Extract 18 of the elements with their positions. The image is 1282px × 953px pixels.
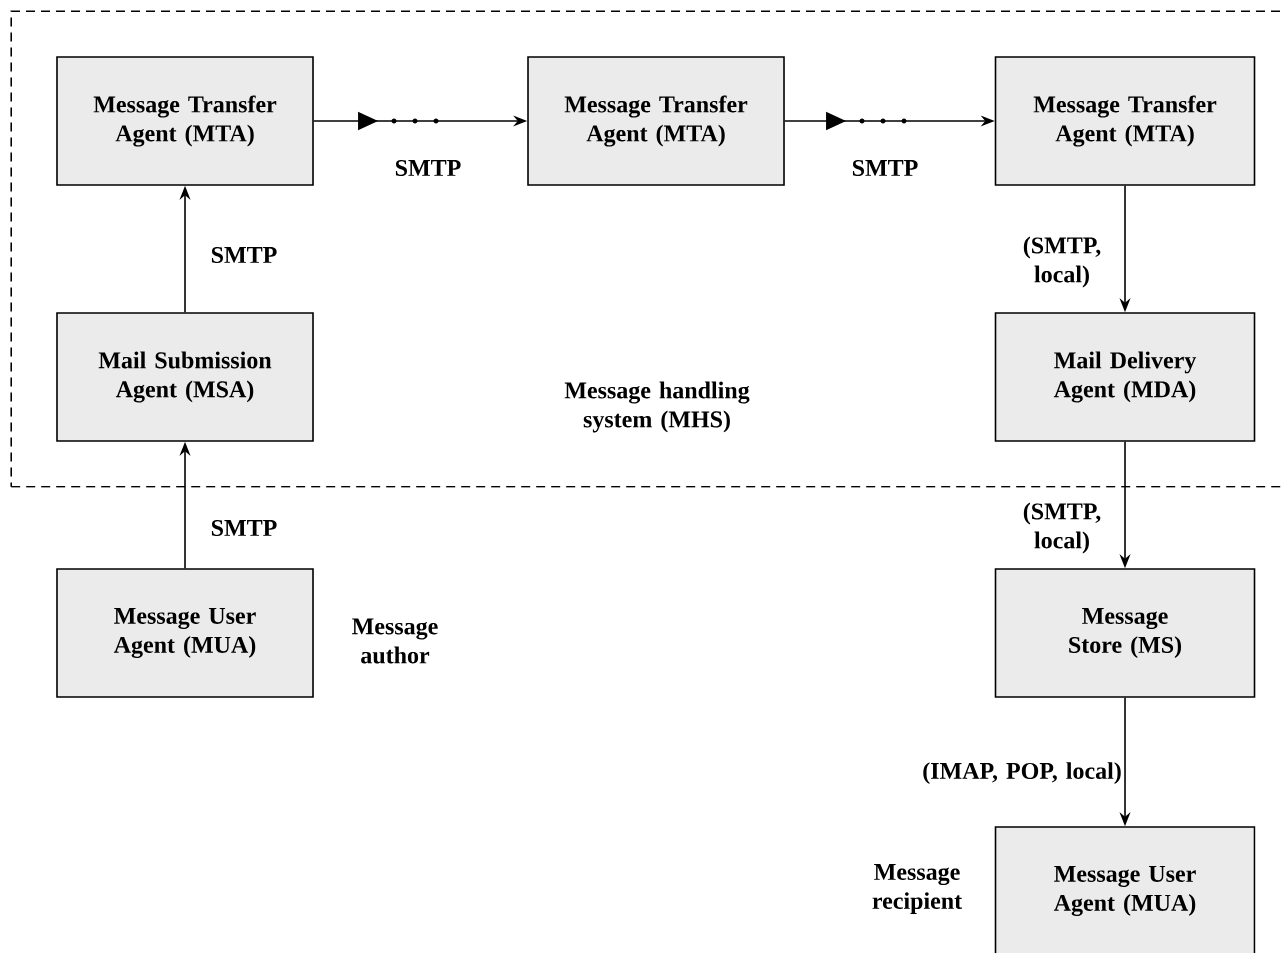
edge-label: (IMAP, POP, local) [923, 762, 1121, 784]
agent-box: Message Transfer Agent (MTA) [994, 56, 1256, 186]
agent-box: Message User Agent (MUA) [56, 568, 314, 698]
edge-label: SMTP [852, 159, 918, 177]
edge-label: SMTP [395, 159, 461, 177]
agent-box: Mail Submission Agent (MSA) [56, 312, 314, 442]
agent-box: Message Store (MS) [994, 568, 1256, 698]
agent-box: Message User Agent (MUA) [994, 826, 1256, 953]
role-label: Message recipient [872, 864, 962, 914]
edge-label: (SMTP, local) [1023, 236, 1101, 288]
edge-label: (SMTP, local) [1023, 502, 1101, 554]
region-label: Message handling system (MHS) [564, 381, 750, 433]
agent-box: Mail Delivery Agent (MDA) [994, 312, 1256, 442]
edge-label: SMTP [211, 246, 277, 264]
edge-label: SMTP [211, 519, 277, 537]
agent-box: Message Transfer Agent (MTA) [56, 56, 314, 186]
agent-box: Message Transfer Agent (MTA) [527, 56, 785, 186]
role-label: Message author [352, 618, 438, 664]
